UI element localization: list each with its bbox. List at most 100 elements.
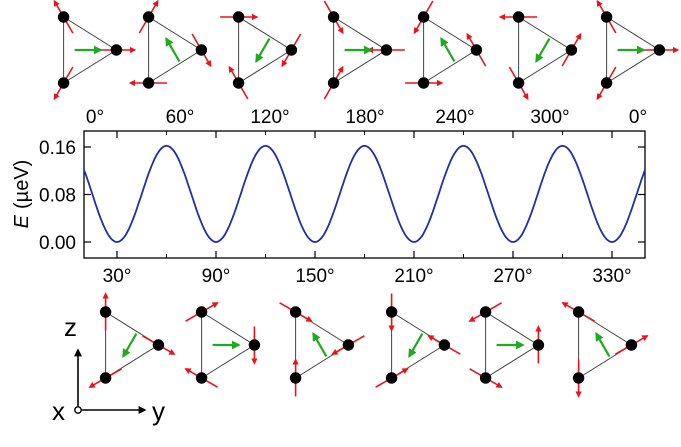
spin-site <box>625 339 638 351</box>
spin-triangle-diagram <box>53 0 137 101</box>
y-tick-label: 0.08 <box>39 186 76 207</box>
top-angle-label: 0° <box>86 107 104 128</box>
net-moment-arrow <box>312 332 328 357</box>
spin-triangle-diagram <box>596 0 680 101</box>
spin-site <box>600 77 613 89</box>
spin-site <box>195 372 208 384</box>
triangle-bond <box>333 16 388 84</box>
top-angle-label: 0° <box>629 107 647 128</box>
spin-site <box>653 44 666 56</box>
spin-site <box>385 306 398 318</box>
triangle-bond <box>423 16 478 84</box>
spin-triangle-diagram <box>468 302 545 388</box>
spin-triangle-diagram <box>128 0 212 89</box>
top-angle-labels: 0° 60° 120° 180° 240° 300° 0° <box>86 107 647 128</box>
x-ticks: 30° 90° 150° 210° 270° 330° <box>103 131 632 287</box>
triangle-bond <box>295 311 350 379</box>
spin-site <box>110 44 123 56</box>
spin-site <box>57 77 70 89</box>
triangle-bond <box>485 311 540 379</box>
top-angle-label: 180° <box>345 107 384 128</box>
spin-triangle-diagram <box>279 302 365 397</box>
triangle-bond <box>578 311 633 379</box>
spin-site <box>289 306 302 318</box>
x-tick-label: 150° <box>295 266 334 287</box>
spin-site <box>57 11 70 23</box>
spin-site <box>532 339 545 351</box>
triangle-bond <box>391 311 446 379</box>
x-axis-letter: x <box>52 396 65 426</box>
spin-site <box>142 11 155 23</box>
plot-frame <box>83 130 646 259</box>
spin-triangle-diagram <box>220 11 302 100</box>
x-tick-label: 330° <box>592 266 631 287</box>
y-axis-symbol: E <box>11 214 33 228</box>
spin-site <box>195 306 208 318</box>
triangle-bond <box>148 16 203 84</box>
spin-site <box>572 372 585 384</box>
spin-triangle-diagram <box>405 0 487 89</box>
net-moment-arrow <box>535 38 551 63</box>
triangle-bond <box>105 311 160 379</box>
x-tick-label: 270° <box>493 266 532 287</box>
triangle-bond <box>63 16 118 84</box>
spin-site <box>512 77 525 89</box>
spin-site <box>152 339 165 351</box>
spin-site <box>600 11 613 23</box>
coordinate-axes: z y x <box>52 312 165 426</box>
spin-site <box>385 372 398 384</box>
net-moment-arrow <box>440 37 456 62</box>
spin-site <box>438 339 451 351</box>
spin-triangle-diagram <box>561 302 649 398</box>
spin-triangle-diagram <box>323 0 405 100</box>
top-angle-label: 300° <box>530 107 569 128</box>
spin-site <box>99 372 112 384</box>
y-ticks: 0.00 0.08 0.16 <box>39 138 645 254</box>
spin-triangle-diagram <box>88 292 176 388</box>
spin-site <box>327 77 340 89</box>
spin-site <box>565 44 578 56</box>
spin-triangle-diagram <box>498 11 582 101</box>
series-line <box>83 144 646 243</box>
top-angle-label: 240° <box>435 107 474 128</box>
spin-site <box>479 306 492 318</box>
y-axis-letter: y <box>152 396 165 426</box>
net-moment-arrow <box>408 333 424 358</box>
spin-site <box>572 306 585 318</box>
spin-triangle-diagram <box>375 293 461 388</box>
spin-site <box>342 339 355 351</box>
spin-site <box>327 11 340 23</box>
spin-site <box>248 339 261 351</box>
spin-site <box>479 372 492 384</box>
top-angle-label: 60° <box>166 107 195 128</box>
triangle-bond <box>518 16 573 84</box>
x-tick-label: 30° <box>103 266 132 287</box>
x-tick-label: 90° <box>202 266 231 287</box>
top-spin-diagrams <box>53 0 680 101</box>
energy-plot: 0.00 0.08 0.16 30° 90° 150° 210° 270° 330° E(µe… <box>11 130 646 287</box>
spin-site <box>99 306 112 318</box>
spin-site <box>142 77 155 89</box>
triangle-bond <box>606 16 661 84</box>
net-moment-arrow <box>122 333 138 358</box>
y-axis-label: E(µeV) <box>11 160 33 229</box>
spin-site <box>380 44 393 56</box>
x-tick-label: 210° <box>394 266 433 287</box>
spin-site <box>512 11 525 23</box>
net-moment-arrow <box>255 38 271 63</box>
spin-site <box>289 372 302 384</box>
spin-site <box>417 11 430 23</box>
net-moment-arrow <box>165 37 181 62</box>
bottom-spin-diagrams <box>88 292 649 398</box>
x-axis-origin <box>74 406 82 414</box>
spin-triangle-diagram <box>184 302 261 388</box>
triangle-bond <box>238 16 293 84</box>
spin-site <box>195 44 208 56</box>
spin-site <box>285 44 298 56</box>
y-tick-label: 0.16 <box>39 138 76 159</box>
top-angle-label: 120° <box>250 107 289 128</box>
spin-site <box>417 77 430 89</box>
y-tick-label: 0.00 <box>39 233 76 254</box>
spin-site <box>232 11 245 23</box>
